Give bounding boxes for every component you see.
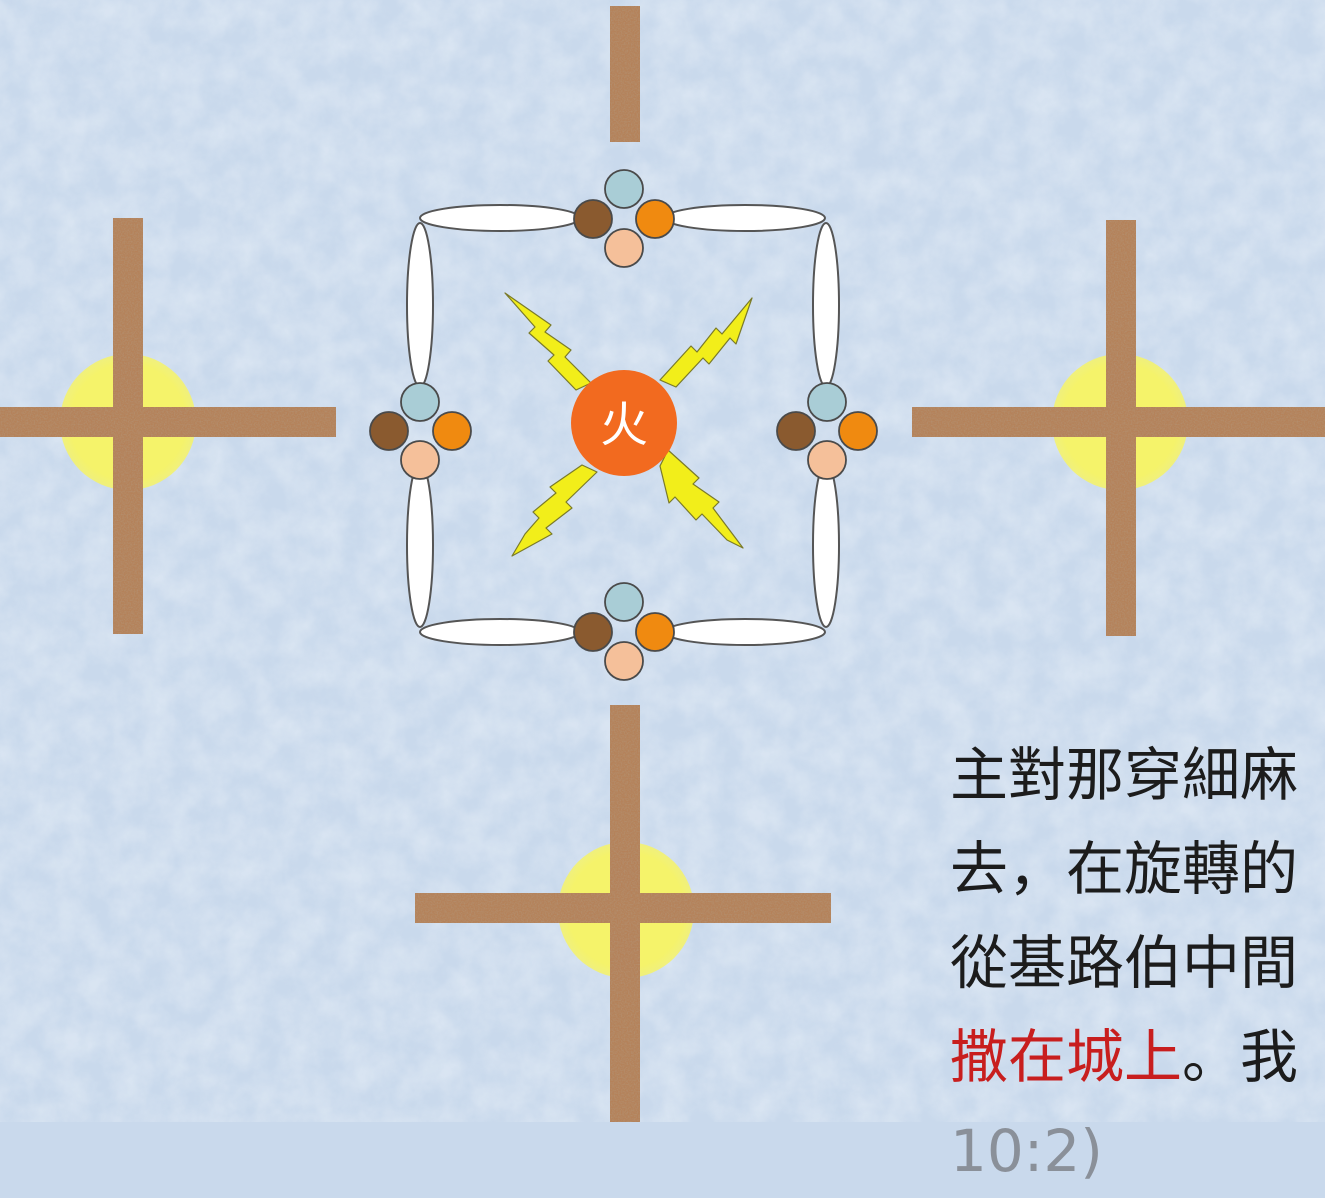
- cherub-right: [776, 382, 878, 480]
- cherub-top: [573, 169, 675, 268]
- scripture-text: 主對那穿細麻 去，在旋轉的 從基路伯中間 撒在城上。我 10:2): [950, 728, 1325, 1198]
- text-line-3: 從基路伯中間: [950, 929, 1299, 997]
- wing-top-left: [419, 204, 581, 232]
- text-line-2: 去，在旋轉的: [950, 835, 1299, 903]
- wing-right-bottom: [812, 462, 840, 628]
- face-top-icon: [807, 382, 847, 422]
- face-right-icon: [635, 199, 675, 239]
- lightning-bolts: [504, 292, 753, 557]
- face-top-icon: [604, 169, 644, 209]
- face-right-icon: [635, 612, 675, 652]
- face-right-icon: [432, 411, 472, 451]
- cross-left: [0, 218, 336, 634]
- face-left-icon: [369, 411, 409, 451]
- text-line-partial: 10:2): [950, 1117, 1103, 1185]
- face-top-icon: [400, 382, 440, 422]
- wing-right-top: [812, 222, 840, 388]
- wing-bottom-right: [664, 618, 826, 646]
- lightning-upper-right-icon: [659, 297, 753, 388]
- text-line-1: 主對那穿細麻: [950, 741, 1299, 809]
- fire-label: 火: [600, 397, 648, 453]
- face-left-icon: [776, 411, 816, 451]
- beam-top: [610, 6, 640, 142]
- face-bottom-icon: [604, 641, 644, 681]
- face-left-icon: [573, 199, 613, 239]
- lightning-upper-left-icon: [504, 292, 592, 391]
- cherub-left: [369, 382, 472, 480]
- face-bottom-icon: [807, 440, 847, 480]
- cross-bottom: [415, 705, 831, 1122]
- face-bottom-icon: [400, 440, 440, 480]
- face-top-icon: [604, 582, 644, 622]
- fire-circle-icon: [571, 370, 677, 476]
- wing-frame: [406, 204, 840, 646]
- wing-left-top: [406, 222, 434, 388]
- face-left-icon: [573, 612, 613, 652]
- face-right-icon: [838, 411, 878, 451]
- wing-bottom-left: [419, 618, 581, 646]
- cherubim-wheels-diagram: 火: [0, 0, 1325, 1122]
- text-line-4: 撒在城上。我: [950, 1010, 1325, 1104]
- lightning-lower-left-icon: [511, 464, 598, 557]
- highlighted-phrase: 撒在城上: [950, 1023, 1183, 1091]
- cross-right: [912, 220, 1325, 636]
- cherub-bottom: [573, 582, 675, 681]
- wing-top-right: [664, 204, 826, 232]
- wing-left-bottom: [406, 462, 434, 628]
- center-fire: 火: [571, 370, 677, 476]
- text-line-4-tail: 。我: [1182, 1023, 1299, 1091]
- face-bottom-icon: [604, 228, 644, 268]
- lightning-lower-right-icon: [659, 449, 744, 549]
